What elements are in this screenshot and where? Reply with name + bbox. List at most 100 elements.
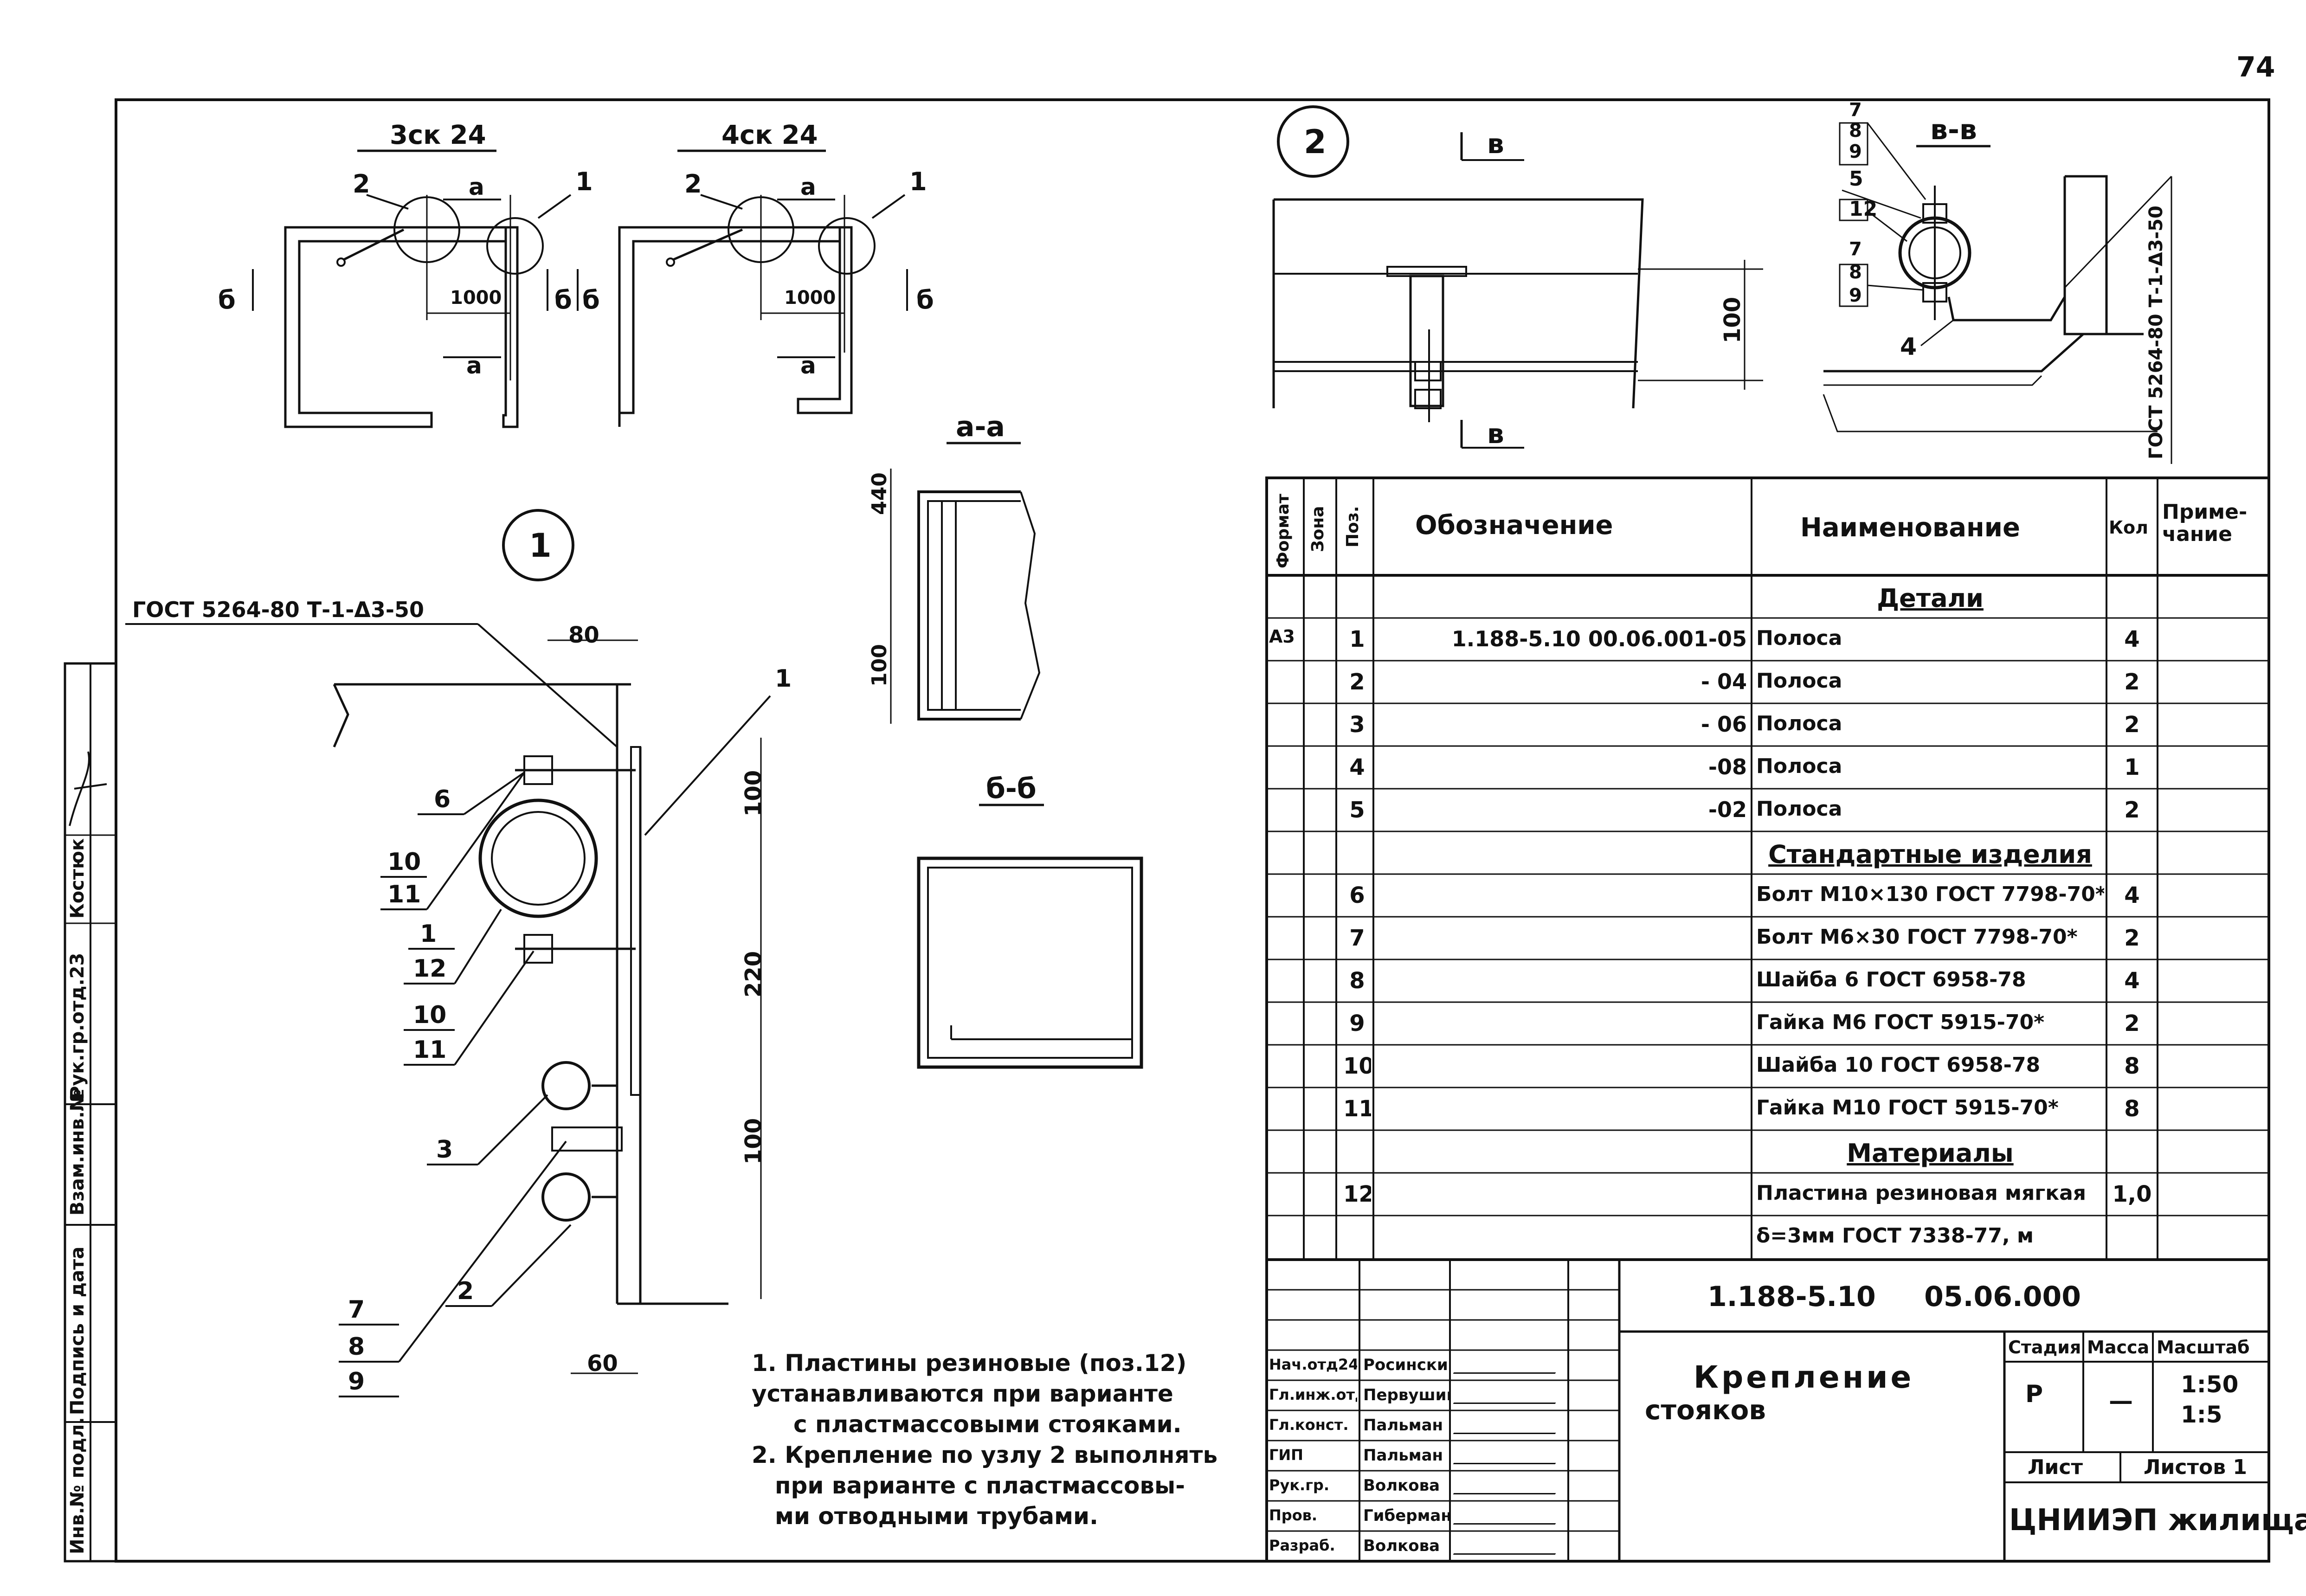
svg-text:а: а (800, 352, 816, 379)
svg-text:9: 9 (1849, 285, 1862, 306)
cut-vv: в-в ГОСТ 5264-80 Т-1-Δ3-50 7 8 9 5 12 7 … (1823, 99, 2172, 464)
mass-label: Масса (2087, 1337, 2150, 1358)
spec-cell-pos: 6 (1349, 882, 1365, 908)
svg-text:80: 80 (568, 622, 599, 648)
spec-cell-name: Полоса (1756, 626, 1842, 650)
scale-label: Масштаб (2157, 1337, 2250, 1358)
svg-text:1: 1 (420, 920, 437, 948)
svg-text:в-в: в-в (1930, 114, 1977, 146)
sheet-label: Лист (2028, 1455, 2083, 1479)
spec-cell-pos: 1 (1349, 626, 1365, 652)
staff-signature (1453, 1541, 1563, 1555)
svg-text:11: 11 (413, 1036, 446, 1064)
svg-text:а-а: а-а (956, 411, 1005, 443)
svg-text:12: 12 (413, 955, 446, 983)
svg-text:2: 2 (1304, 123, 1327, 161)
spec-cell-pos: 4 (1349, 754, 1365, 780)
spec-cell-name: Полоса (1756, 712, 1842, 735)
spec-cell-name: Материалы (1847, 1139, 2014, 1168)
svg-text:8: 8 (348, 1333, 365, 1361)
stage-label: Стадия (2008, 1337, 2081, 1358)
spec-cell-pos: 8 (1349, 968, 1365, 994)
node-1: 1 ГОСТ 5264-80 Т-1-Δ3-50 80 100 220 100 … (125, 509, 792, 1397)
sheets-label: Листов 1 (2144, 1455, 2247, 1479)
plan3-title: 3ск 24 (390, 120, 486, 150)
svg-text:10: 10 (387, 848, 421, 876)
cut-bb: б-б (917, 772, 1143, 1069)
spec-cell-designation: 1.188-5.10 00.06.001-05 (1451, 626, 1747, 651)
stage-value: Р (2025, 1380, 2043, 1408)
spec-cell-qty: 4 (2124, 626, 2140, 652)
svg-text:5: 5 (1849, 167, 1863, 191)
svg-text:1: 1 (575, 167, 593, 196)
spec-cell-pos: 9 (1349, 1010, 1365, 1036)
spec-cell-name: Полоса (1756, 797, 1842, 821)
note-line: устанавливаются при варианте (752, 1380, 1173, 1407)
scale-value-2: 1:5 (2181, 1401, 2222, 1428)
spec-header-pos: Поз. (1343, 506, 1362, 547)
org-name: ЦНИИЭП жилища (2009, 1503, 2306, 1538)
spec-cell-qty: 4 (2124, 882, 2140, 908)
svg-text:а: а (466, 352, 482, 379)
svg-text:б: б (582, 285, 600, 315)
spec-cell-name: Стандартные изделия (1768, 840, 2092, 869)
spec-cell-qty: 2 (2124, 1010, 2140, 1036)
spec-cell-name: Шайба 6 ГОСТ 6958-78 (1756, 968, 2026, 991)
note-line: ми отводными трубами. (775, 1503, 1098, 1530)
stamp-signature (69, 751, 107, 826)
staff-name: Пальман (1363, 1446, 1443, 1465)
svg-text:2: 2 (353, 169, 370, 199)
svg-text:в: в (1487, 128, 1504, 160)
svg-text:8: 8 (1849, 120, 1862, 142)
stamp-rukgr: Рук.гр.отд.23 (67, 953, 88, 1100)
svg-text:в: в (1487, 418, 1504, 450)
svg-text:3: 3 (436, 1136, 453, 1164)
spec-cell-name: Гайка М10 ГОСТ 5915-70* (1756, 1096, 2059, 1120)
staff-role: Разраб. (1269, 1537, 1335, 1554)
staff-role: Гл.инж.отд (1269, 1386, 1357, 1403)
spec-cell-pos: 12 (1343, 1181, 1371, 1207)
svg-text:100: 100 (1720, 297, 1746, 343)
svg-text:1000: 1000 (784, 287, 836, 309)
spec-header-format: Формат (1274, 494, 1293, 568)
svg-text:7: 7 (1849, 99, 1862, 121)
staff-role: Пров. (1269, 1506, 1318, 1524)
spec-cell-designation: - 06 (1701, 712, 1747, 737)
staff-signature (1453, 1421, 1563, 1434)
svg-text:100: 100 (741, 770, 767, 817)
doc-code: 1.188-5.10 05.06.000 (1707, 1281, 2081, 1313)
svg-text:1: 1 (775, 665, 792, 693)
spec-header-zone: Зона (1308, 506, 1327, 552)
plan-3ck24: 3ск 24 2 1 а 1000 а б б (218, 120, 593, 428)
svg-text:9: 9 (348, 1368, 365, 1396)
spec-cell-name: Полоса (1756, 754, 1842, 778)
notes: 1. Пластины резиновые (поз.12) устанавли… (752, 1348, 1217, 1532)
svg-text:2: 2 (457, 1277, 474, 1305)
spec-cell-pos: 11 (1343, 1096, 1371, 1122)
spec-cell-name: Болт М10×130 ГОСТ 7798-70* (1756, 882, 2104, 906)
svg-text:7: 7 (348, 1296, 365, 1324)
spec-cell-name: Детали (1877, 584, 1984, 613)
svg-text:2: 2 (684, 169, 702, 199)
svg-text:б: б (916, 285, 934, 315)
staff-role: Нач.отд24 (1269, 1356, 1357, 1373)
svg-text:9: 9 (1849, 141, 1862, 162)
svg-text:1: 1 (529, 527, 552, 565)
spec-cell-format: А3 (1269, 626, 1295, 647)
note-line: 1. Пластины резиновые (поз.12) (752, 1350, 1187, 1377)
svg-text:10: 10 (413, 1001, 446, 1029)
spec-cell-name: Болт М6×30 ГОСТ 7798-70* (1756, 925, 2078, 949)
spec-header-qty: Кол (2109, 517, 2148, 538)
stamp-name: Костюк (67, 838, 88, 919)
title-block-grid (1265, 1258, 2270, 1563)
svg-text:4: 4 (1900, 333, 1917, 361)
page-number: 74 (2236, 51, 2275, 84)
spec-cell-pos: 7 (1349, 925, 1365, 951)
note-line: с пластмассовыми стояками. (793, 1411, 1182, 1438)
svg-text:а: а (469, 174, 484, 200)
staff-role: Рук.гр. (1269, 1476, 1329, 1494)
svg-text:11: 11 (387, 881, 421, 908)
scale-value-1: 1:50 (2181, 1371, 2239, 1398)
node1-gost-label: ГОСТ 5264-80 Т-1-Δ3-50 (132, 597, 424, 622)
svg-text:12: 12 (1849, 197, 1877, 221)
